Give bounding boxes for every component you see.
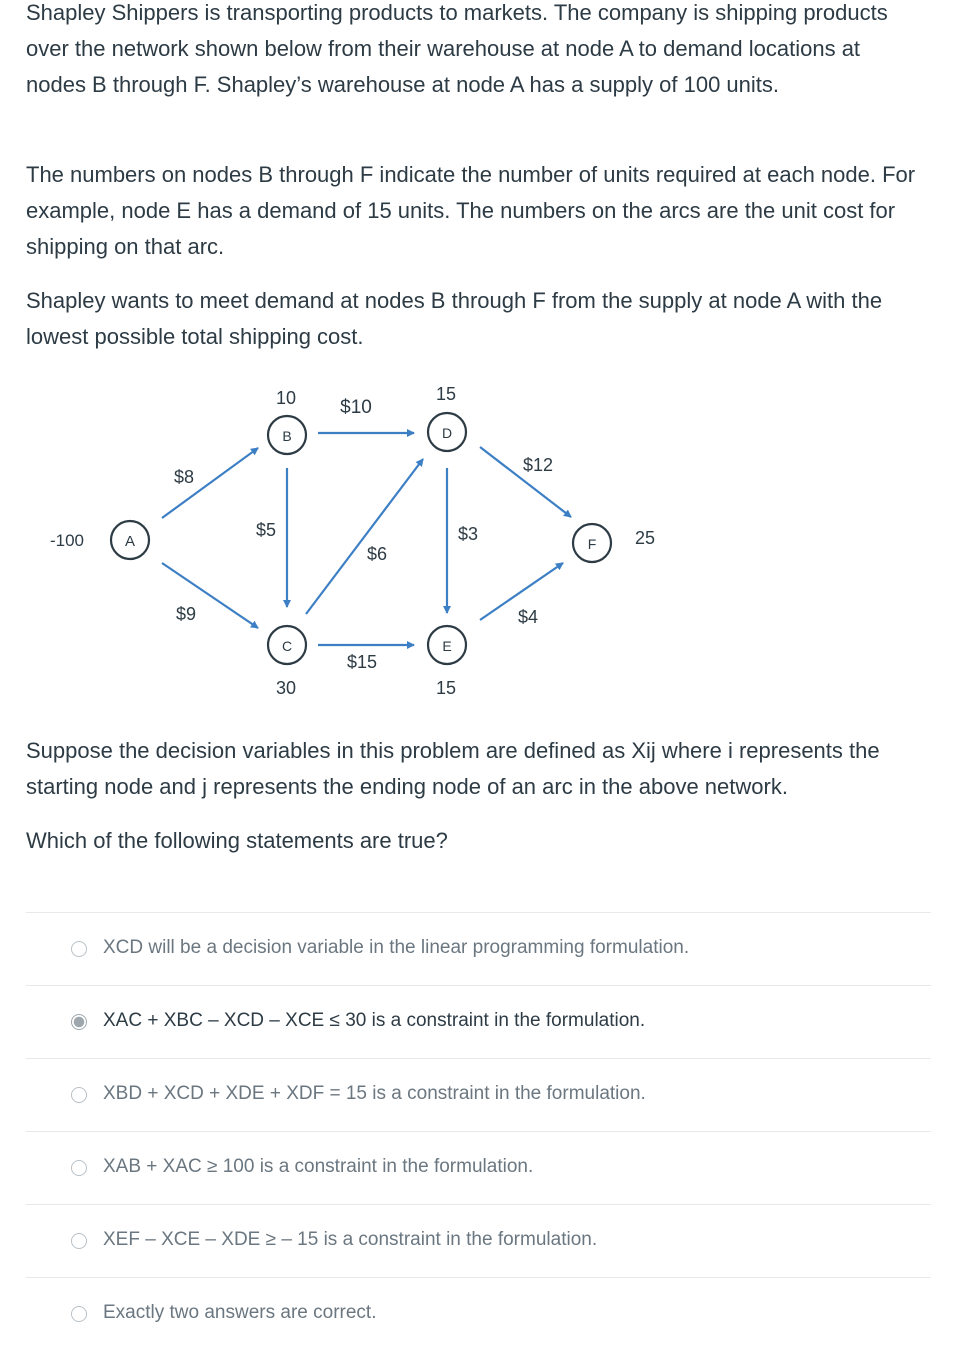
answer-label: Exactly two answers are correct. bbox=[103, 1302, 377, 1323]
network-diagram: $8 $9 $10 $5 $6 $15 $3 $12 $4 A -100 B 1… bbox=[50, 384, 655, 698]
radio-button[interactable] bbox=[71, 941, 87, 957]
answer-label: XBD + XCD + XDE + XDF = 15 is a constrai… bbox=[103, 1083, 646, 1104]
arc-b-d-cost: $10 bbox=[340, 397, 372, 418]
arc-e-f bbox=[479, 562, 564, 621]
arc-a-b bbox=[161, 447, 259, 519]
node-f: F bbox=[571, 522, 613, 564]
arc-c-e-cost: $15 bbox=[347, 652, 377, 672]
answer-label: XCD will be a decision variable in the l… bbox=[103, 937, 690, 958]
question-paragraph-2: The numbers on nodes B through F indicat… bbox=[26, 162, 916, 259]
arc-c-d bbox=[305, 458, 424, 615]
node-b-label: B bbox=[282, 428, 291, 444]
answer-label: XAB + XAC ≥ 100 is a constraint in the f… bbox=[103, 1156, 534, 1177]
node-e: E bbox=[426, 624, 468, 666]
radio-button[interactable] bbox=[71, 1087, 87, 1103]
arc-d-f-cost: $12 bbox=[523, 455, 553, 475]
node-f-demand: 25 bbox=[635, 528, 655, 548]
question-paragraph-4: Suppose the decision variables in this p… bbox=[26, 738, 880, 799]
answer-option[interactable]: XCD will be a decision variable in the l… bbox=[26, 912, 931, 985]
radio-button[interactable] bbox=[71, 1306, 87, 1322]
answer-label: XAC + XBC – XCD – XCE ≤ 30 is a constrai… bbox=[103, 1010, 646, 1031]
radio-button[interactable] bbox=[71, 1233, 87, 1249]
answer-option[interactable]: Exactly two answers are correct. bbox=[26, 1277, 931, 1350]
arc-a-c bbox=[161, 562, 259, 629]
arc-c-d-cost: $6 bbox=[367, 544, 387, 564]
node-a-supply: -100 bbox=[50, 531, 84, 550]
arc-e-f-cost: $4 bbox=[518, 607, 538, 627]
answer-option[interactable]: XAC + XBC – XCD – XCE ≤ 30 is a constrai… bbox=[26, 985, 931, 1058]
arc-a-b-cost: $8 bbox=[174, 467, 194, 487]
node-b: B bbox=[266, 414, 308, 456]
question-paragraph-1: Shapley Shippers is transporting product… bbox=[26, 0, 888, 97]
node-d-label: D bbox=[442, 425, 452, 441]
node-c: C bbox=[266, 624, 308, 666]
radio-button[interactable] bbox=[71, 1160, 87, 1176]
arc-d-e-cost: $3 bbox=[458, 524, 478, 544]
arc-d-f bbox=[479, 446, 572, 518]
arc-a-c-cost: $9 bbox=[176, 604, 196, 624]
node-d-demand: 15 bbox=[436, 384, 456, 404]
node-f-label: F bbox=[588, 536, 597, 552]
question-prompt: Which of the following statements are tr… bbox=[26, 828, 448, 853]
question-paragraph-3: Shapley wants to meet demand at nodes B … bbox=[26, 288, 883, 349]
arc-b-c-cost: $5 bbox=[256, 520, 276, 540]
node-a-label: A bbox=[125, 533, 135, 550]
answer-list: XCD will be a decision variable in the l… bbox=[26, 912, 931, 1350]
node-c-label: C bbox=[282, 638, 292, 654]
node-b-demand: 10 bbox=[276, 388, 296, 408]
radio-button[interactable] bbox=[71, 1014, 87, 1030]
answer-option[interactable]: XBD + XCD + XDE + XDF = 15 is a constrai… bbox=[26, 1058, 931, 1131]
answer-option[interactable]: XEF – XCE – XDE ≥ – 15 is a constraint i… bbox=[26, 1204, 931, 1277]
node-e-label: E bbox=[442, 638, 451, 654]
answer-option[interactable]: XAB + XAC ≥ 100 is a constraint in the f… bbox=[26, 1131, 931, 1204]
node-c-demand: 30 bbox=[276, 678, 296, 698]
node-e-demand: 15 bbox=[436, 678, 456, 698]
node-a: A bbox=[109, 519, 151, 561]
node-d: D bbox=[426, 411, 468, 453]
answer-label: XEF – XCE – XDE ≥ – 15 is a constraint i… bbox=[103, 1229, 598, 1250]
